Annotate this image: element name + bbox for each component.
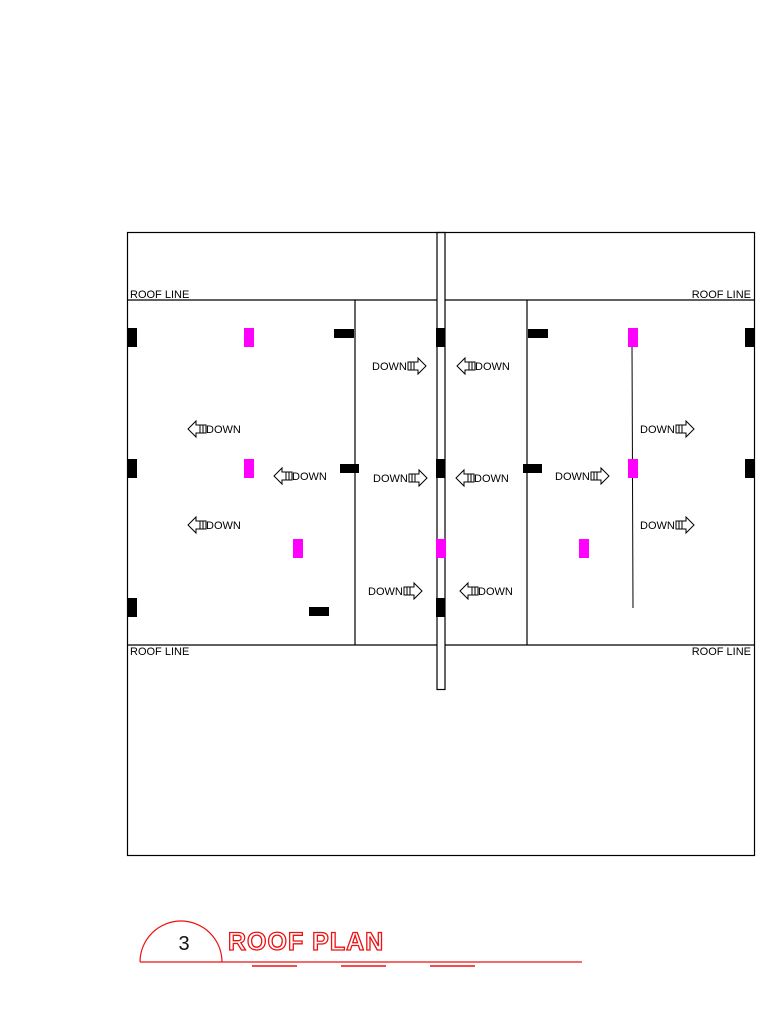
scupper-marker	[309, 607, 329, 616]
arrow-right-icon	[403, 581, 423, 601]
title-tag-arc	[139, 920, 223, 963]
arrow-hatch	[199, 425, 204, 433]
title-tag: 3 ROOF PLAN	[139, 920, 582, 967]
roof-drain-marker	[244, 328, 254, 347]
slope-arrow-label: DOWN	[478, 586, 513, 598]
slope-arrow: DOWN	[373, 468, 428, 488]
slope-arrow: DOWN	[187, 515, 241, 535]
drawing-number: 3	[178, 933, 189, 955]
scupper-marker	[340, 464, 359, 473]
arrow-hatch	[471, 587, 476, 595]
roof-drain-marker	[244, 459, 254, 478]
roof-drain-marker	[293, 539, 303, 558]
arrow-right-icon	[675, 419, 695, 439]
slope-arrow: DOWN	[640, 515, 695, 535]
scupper-marker	[436, 598, 445, 617]
roof-line-label: ROOF LINE	[692, 646, 751, 658]
slope-arrow: DOWN	[368, 581, 423, 601]
arrow-hatch	[678, 521, 683, 529]
arrow-right-icon	[408, 468, 428, 488]
arrow-right-icon	[675, 515, 695, 535]
slope-arrow-label: DOWN	[640, 424, 675, 436]
drawing-title: ROOF PLAN	[228, 928, 384, 956]
slope-arrow-label: DOWN	[474, 473, 509, 485]
slope-arrow-label: DOWN	[640, 520, 675, 532]
arrow-right-icon	[590, 466, 610, 486]
slope-arrow-label: DOWN	[372, 361, 407, 373]
arrow-left-icon	[187, 515, 207, 535]
arrow-left-icon	[455, 468, 475, 488]
scupper-marker	[436, 459, 445, 478]
slope-arrow-label: DOWN	[475, 361, 510, 373]
roof-drain-marker	[628, 459, 638, 478]
arrow-left-icon	[187, 419, 207, 439]
slope-arrow: DOWN	[640, 419, 695, 439]
roof-line-label: ROOF LINE	[130, 289, 189, 301]
roof-line-label: ROOF LINE	[130, 646, 189, 658]
scupper-marker	[745, 459, 754, 478]
roof-drain-marker	[628, 328, 638, 347]
scupper-marker	[128, 328, 137, 347]
slope-arrow-label: DOWN	[292, 471, 327, 483]
scupper-marker	[128, 598, 137, 617]
scupper-marker	[528, 329, 548, 338]
slope-arrow-label: DOWN	[373, 473, 408, 485]
arrow-hatch	[406, 587, 411, 595]
scupper-marker	[128, 459, 137, 478]
arrow-hatch	[410, 362, 415, 370]
roof-line-label: ROOF LINE	[692, 289, 751, 301]
roof-drain-marker	[436, 539, 446, 558]
slope-arrow: DOWN	[455, 468, 509, 488]
arrow-hatch	[467, 474, 472, 482]
slope-arrow-label: DOWN	[555, 471, 590, 483]
arrow-hatch	[199, 521, 204, 529]
scuppers	[128, 328, 754, 617]
arrow-hatch	[468, 362, 473, 370]
slope-arrow: DOWN	[459, 581, 513, 601]
slope-arrow: DOWN	[187, 419, 241, 439]
slope-arrows: DOWN DOWN DOWN DOWN DOWN DOWN DOWN DOWN DOWN DOWN…	[187, 356, 695, 601]
arrow-right-icon	[407, 356, 427, 376]
arrow-left-icon	[273, 466, 293, 486]
slope-arrow-label: DOWN	[206, 424, 241, 436]
arrow-left-icon	[456, 356, 476, 376]
scupper-marker	[523, 464, 542, 473]
slope-arrow-label: DOWN	[368, 586, 403, 598]
arrow-left-icon	[459, 581, 479, 601]
roof-outline	[126, 231, 756, 857]
arrow-hatch	[593, 472, 598, 480]
slope-arrow: DOWN	[456, 356, 510, 376]
slope-arrow: DOWN	[555, 466, 610, 486]
arrow-hatch	[678, 425, 683, 433]
slope-arrow: DOWN	[372, 356, 427, 376]
arrow-hatch	[285, 472, 290, 480]
slope-arrow: DOWN	[273, 466, 327, 486]
roof-drains	[244, 328, 638, 558]
scupper-marker	[436, 328, 445, 347]
roof-drain-marker	[579, 539, 589, 558]
scupper-marker	[334, 329, 354, 338]
slope-arrow-label: DOWN	[206, 520, 241, 532]
arrow-hatch	[411, 474, 416, 482]
roof-line-labels: ROOF LINE ROOF LINE ROOF LINE ROOF LINE	[130, 289, 751, 658]
scupper-marker	[745, 328, 754, 347]
